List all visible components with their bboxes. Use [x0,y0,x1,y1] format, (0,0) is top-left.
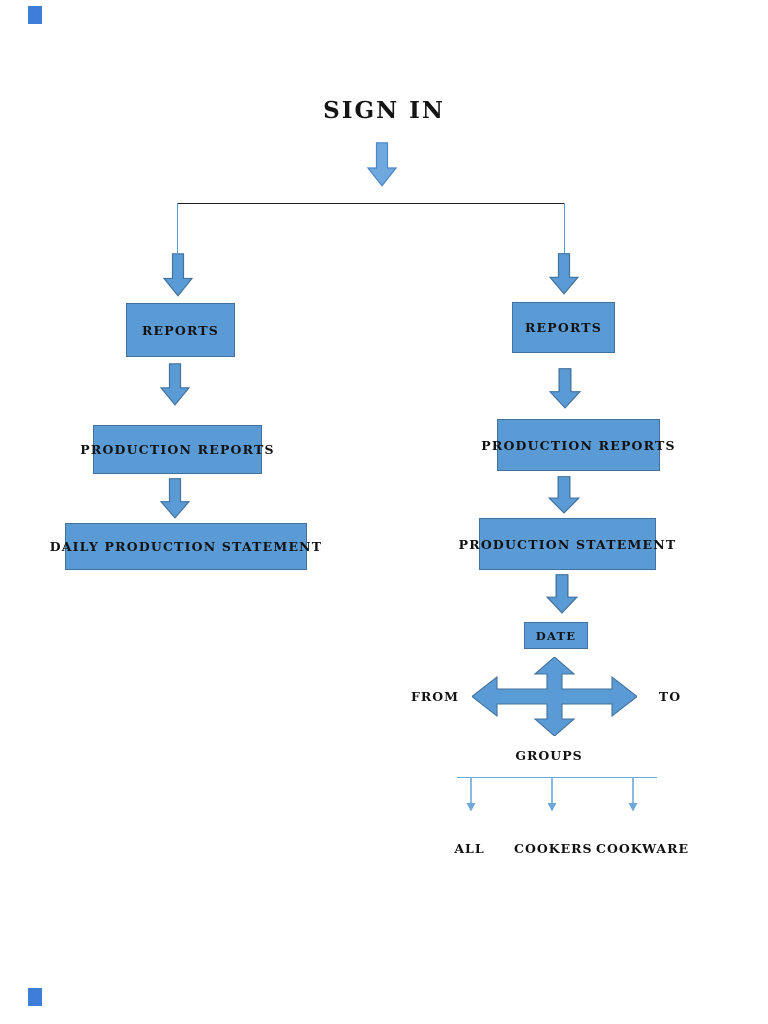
page-marker-bottom [28,988,42,1006]
thin-down-arrow-icon [465,778,477,812]
sign-in-title: SIGN IN [323,97,445,124]
connector-horizontal-line [177,203,565,204]
node-label: REPORTS [524,320,603,335]
down-arrow-icon [548,476,580,514]
node-reports-right: REPORTS [512,302,615,353]
down-arrow-icon [549,253,579,295]
node-daily-production-statement: DAILY PRODUCTION STATEMENT [50,523,321,570]
thin-down-arrow-icon [546,778,558,812]
node-reports-left: REPORTS [126,303,235,357]
down-arrow-icon [367,142,397,187]
node-label: PRODUCTION REPORTS [481,437,676,453]
thin-down-arrow-icon [627,778,639,812]
down-arrow-icon [163,253,193,297]
node-date: DATE [524,622,588,649]
group-option-cookware: COOKWARE [596,841,689,856]
node-label: DAILY PRODUCTION STATEMENT [49,539,323,554]
groups-label: GROUPS [515,748,583,763]
connector-vertical-left [177,203,178,253]
connector-vertical-right [564,203,565,253]
node-label: PRODUCTION STATEMENT [458,536,677,552]
node-label: DATE [535,628,577,643]
down-arrow-icon [160,363,190,406]
group-option-all: ALL [454,841,485,856]
node-production-reports-right: PRODUCTION REPORTS [481,419,675,471]
down-arrow-icon [160,478,190,519]
down-arrow-icon [549,368,581,409]
groups-connector-line [457,777,657,778]
group-option-cookers: COOKERS [514,841,593,856]
from-label: FROM [411,689,459,704]
page-marker-top [28,6,42,24]
node-label: PRODUCTION REPORTS [80,442,275,457]
node-production-statement: PRODUCTION STATEMENT [459,518,675,570]
down-arrow-icon [546,574,578,614]
to-label: TO [658,689,682,704]
node-label: REPORTS [141,322,220,338]
four-way-arrow-icon [472,657,637,736]
node-production-reports-left: PRODUCTION REPORTS [80,425,274,474]
